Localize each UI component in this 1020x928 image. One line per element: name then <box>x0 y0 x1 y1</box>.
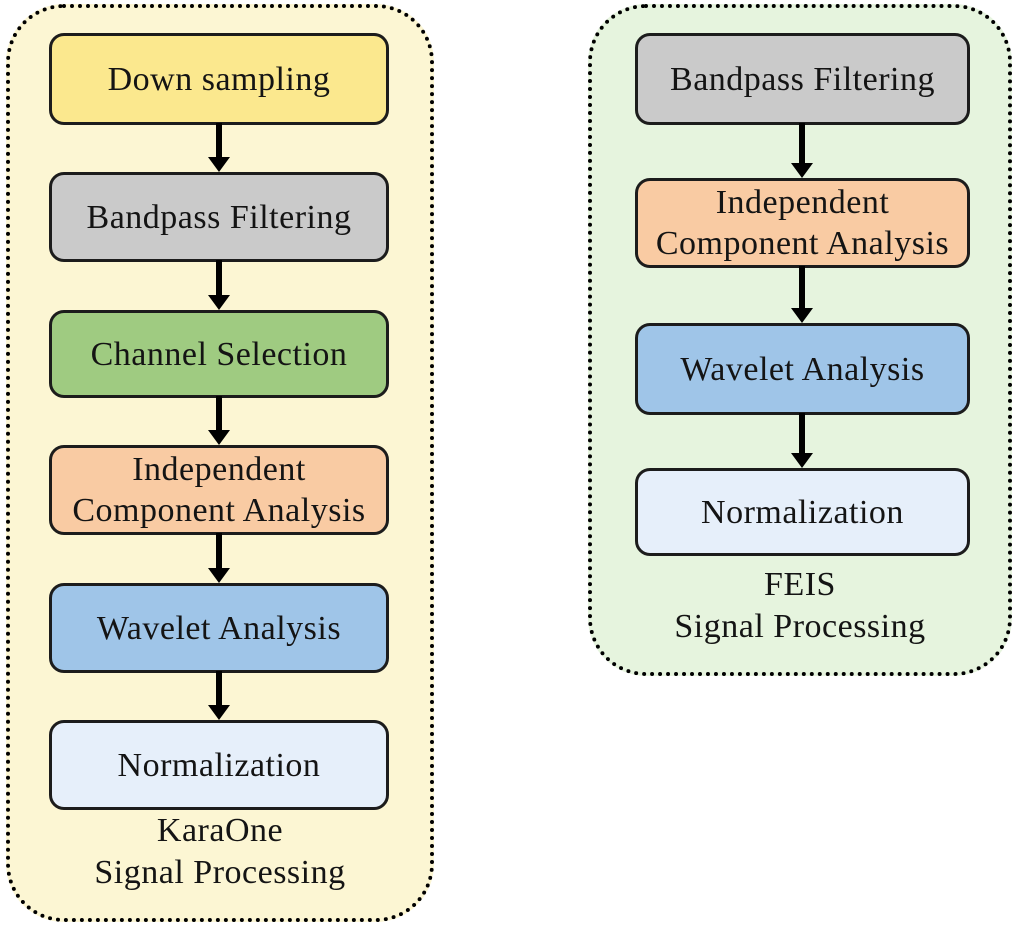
arrow-shaft <box>216 396 222 432</box>
caption-line2: Signal Processing <box>674 608 926 645</box>
step-label: Normalization <box>701 493 904 531</box>
caption-line1: KaraOne <box>156 812 284 849</box>
arrow-shaft <box>216 533 222 570</box>
arrow-head <box>791 453 813 468</box>
flow-arrow-down-icon <box>208 396 230 445</box>
arrow-head <box>208 568 230 583</box>
arrow-head <box>208 705 230 720</box>
arrow-head <box>208 157 230 172</box>
arrow-shaft <box>799 266 805 310</box>
step-channel-selection: Channel Selection <box>49 310 389 398</box>
step-label-line2: Component Analysis <box>72 492 366 529</box>
arrow-shaft <box>799 413 805 455</box>
arrow-shaft <box>216 671 222 707</box>
step-label-line1: Independent <box>132 451 306 488</box>
karaone-panel: Down sampling Bandpass Filtering Channel… <box>6 4 434 922</box>
flow-arrow-down-icon <box>791 266 813 323</box>
feis-caption: FEIS Signal Processing <box>592 564 1008 648</box>
step-label: Down sampling <box>107 60 331 98</box>
step-label: Normalization <box>117 746 321 784</box>
step-label: Wavelet Analysis <box>680 350 925 388</box>
step-independent-component-analysis: Independent Component Analysis <box>635 178 970 268</box>
flow-arrow-down-icon <box>208 533 230 583</box>
step-wavelet-analysis: Wavelet Analysis <box>49 583 389 673</box>
caption-line1: FEIS <box>764 566 836 603</box>
step-down-sampling: Down sampling <box>49 33 389 125</box>
flow-arrow-down-icon <box>791 123 813 178</box>
arrow-head <box>208 295 230 310</box>
flow-arrow-down-icon <box>208 260 230 310</box>
arrow-shaft <box>216 123 222 159</box>
arrow-head <box>791 308 813 323</box>
karaone-caption: KaraOne Signal Processing <box>10 810 430 894</box>
arrow-head <box>791 163 813 178</box>
step-label-line1: Independent <box>715 184 890 221</box>
arrow-head <box>208 430 230 445</box>
step-normalization: Normalization <box>49 720 389 810</box>
caption-line2: Signal Processing <box>94 854 346 891</box>
feis-panel: Bandpass Filtering Independent Component… <box>588 4 1012 676</box>
arrow-shaft <box>216 260 222 297</box>
step-label: Bandpass Filtering <box>670 60 935 98</box>
arrow-shaft <box>799 123 805 165</box>
step-normalization: Normalization <box>635 468 970 556</box>
step-independent-component-analysis: Independent Component Analysis <box>49 445 389 535</box>
step-label: Bandpass Filtering <box>86 198 352 236</box>
step-label: Wavelet Analysis <box>96 609 342 647</box>
flow-arrow-down-icon <box>791 413 813 468</box>
flow-arrow-down-icon <box>208 123 230 172</box>
step-bandpass-filtering: Bandpass Filtering <box>49 172 389 262</box>
step-bandpass-filtering: Bandpass Filtering <box>635 33 970 125</box>
step-label-line2: Component Analysis <box>655 225 950 262</box>
step-wavelet-analysis: Wavelet Analysis <box>635 323 970 415</box>
flow-arrow-down-icon <box>208 671 230 720</box>
step-label: Channel Selection <box>90 335 348 373</box>
